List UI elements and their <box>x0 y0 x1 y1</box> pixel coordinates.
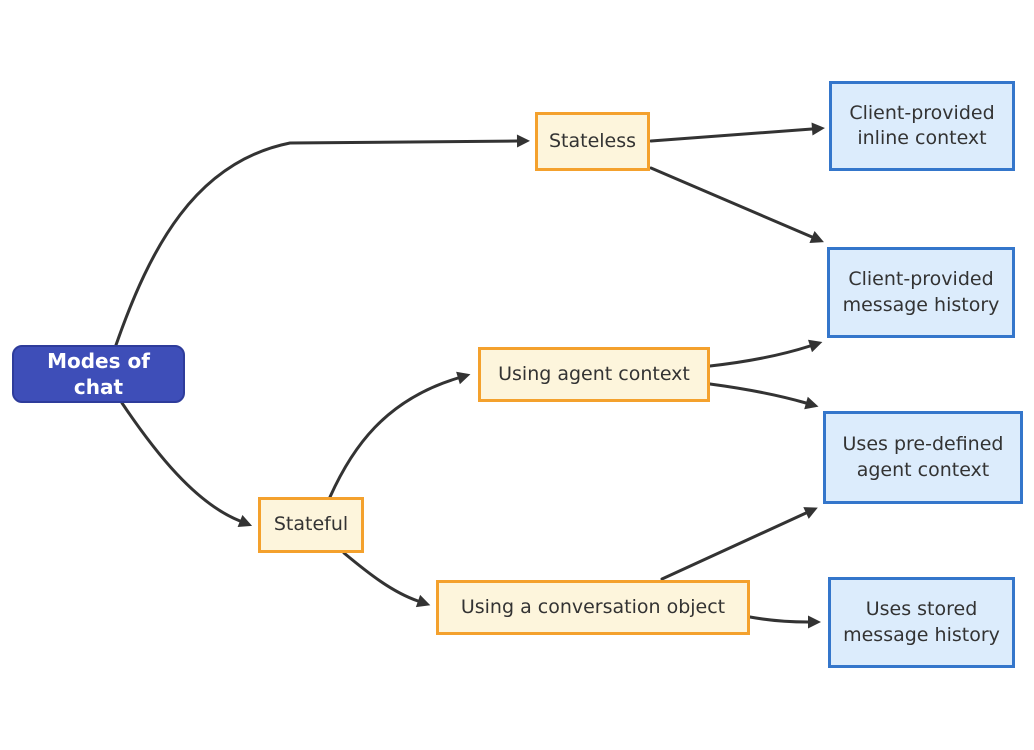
node-stateless: Stateless <box>535 112 650 171</box>
node-modes-of-chat-label: Modes of chat <box>47 348 150 399</box>
node-using-conversation-object: Using a conversation object <box>436 580 750 635</box>
node-client-provided-inline-context-label: Client-provided inline context <box>849 101 995 149</box>
edge-convobj-predefctx <box>660 507 818 581</box>
edge-agentctx-msghistory <box>708 339 823 368</box>
node-uses-predefined-agent-context: Uses pre-defined agent context <box>823 411 1023 504</box>
node-stateless-label: Stateless <box>548 129 637 152</box>
edge-stateless-inlinectx <box>649 122 825 143</box>
edge-convobj-storedhist <box>748 615 821 629</box>
node-client-provided-inline-context: Client-provided inline context <box>829 81 1015 171</box>
edge-modes-stateful <box>120 401 253 528</box>
node-using-agent-context: Using agent context <box>478 347 710 402</box>
node-modes-of-chat: Modes of chat <box>12 345 185 403</box>
node-using-conversation-object-label: Using a conversation object <box>460 595 726 618</box>
edge-stateless-msghistory <box>649 166 824 243</box>
node-using-agent-context-label: Using agent context <box>498 362 690 385</box>
edge-stateful-agentctx <box>328 371 471 499</box>
node-stateful: Stateful <box>258 497 364 553</box>
node-stateful-label: Stateful <box>273 513 349 536</box>
node-client-provided-message-history: Client-provided message history <box>827 247 1015 338</box>
edge-modes-stateless <box>114 134 530 347</box>
node-uses-predefined-agent-context-label: Uses pre-defined agent context <box>842 433 1004 481</box>
node-client-provided-message-history-label: Client-provided message history <box>842 268 1000 316</box>
edge-agentctx-predefctx <box>708 382 819 410</box>
node-uses-stored-message-history-label: Uses stored message history <box>843 598 1000 646</box>
node-uses-stored-message-history: Uses stored message history <box>828 577 1015 668</box>
edge-stateful-convobj <box>342 551 431 608</box>
